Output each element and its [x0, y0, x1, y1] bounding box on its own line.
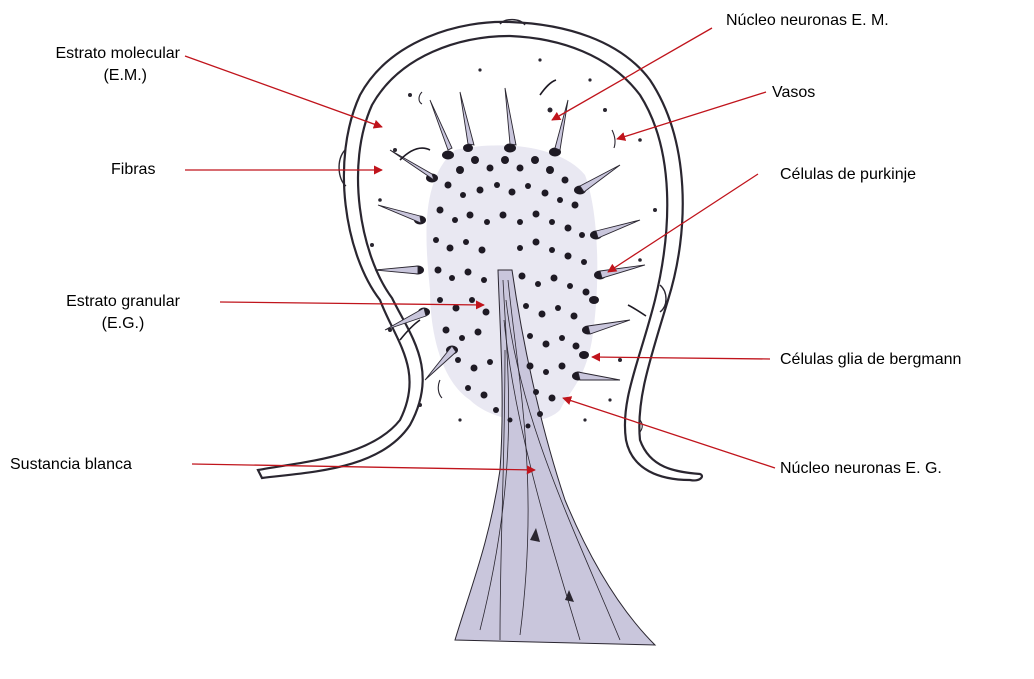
- leader-vasos: [617, 92, 766, 139]
- label-estrato-granular-line2: (E.G.): [38, 313, 208, 335]
- label-nucleo-eg: Núcleo neuronas E. G.: [780, 458, 942, 480]
- label-estrato-molecular-line1: Estrato molecular: [8, 43, 180, 65]
- label-fibras: Fibras: [111, 159, 155, 181]
- label-estrato-granular: Estrato granular (E.G.): [38, 291, 208, 335]
- leader-nucleo-eg: [563, 398, 775, 468]
- label-purkinje: Células de purkinje: [780, 164, 916, 186]
- leader-nucleo-em: [552, 28, 712, 120]
- label-estrato-molecular-line2: (E.M.): [8, 65, 180, 87]
- leader-sustancia-blanca: [192, 464, 535, 470]
- label-bergmann: Células glia de bergmann: [780, 349, 961, 371]
- label-nucleo-em: Núcleo neuronas E. M.: [726, 10, 889, 32]
- label-estrato-granular-line1: Estrato granular: [38, 291, 208, 313]
- leader-estrato-molecular: [185, 56, 382, 127]
- label-estrato-molecular: Estrato molecular (E.M.): [8, 43, 180, 87]
- granular-layer-body: [426, 145, 655, 645]
- label-vasos: Vasos: [772, 82, 815, 104]
- label-sustancia-blanca: Sustancia blanca: [10, 454, 132, 476]
